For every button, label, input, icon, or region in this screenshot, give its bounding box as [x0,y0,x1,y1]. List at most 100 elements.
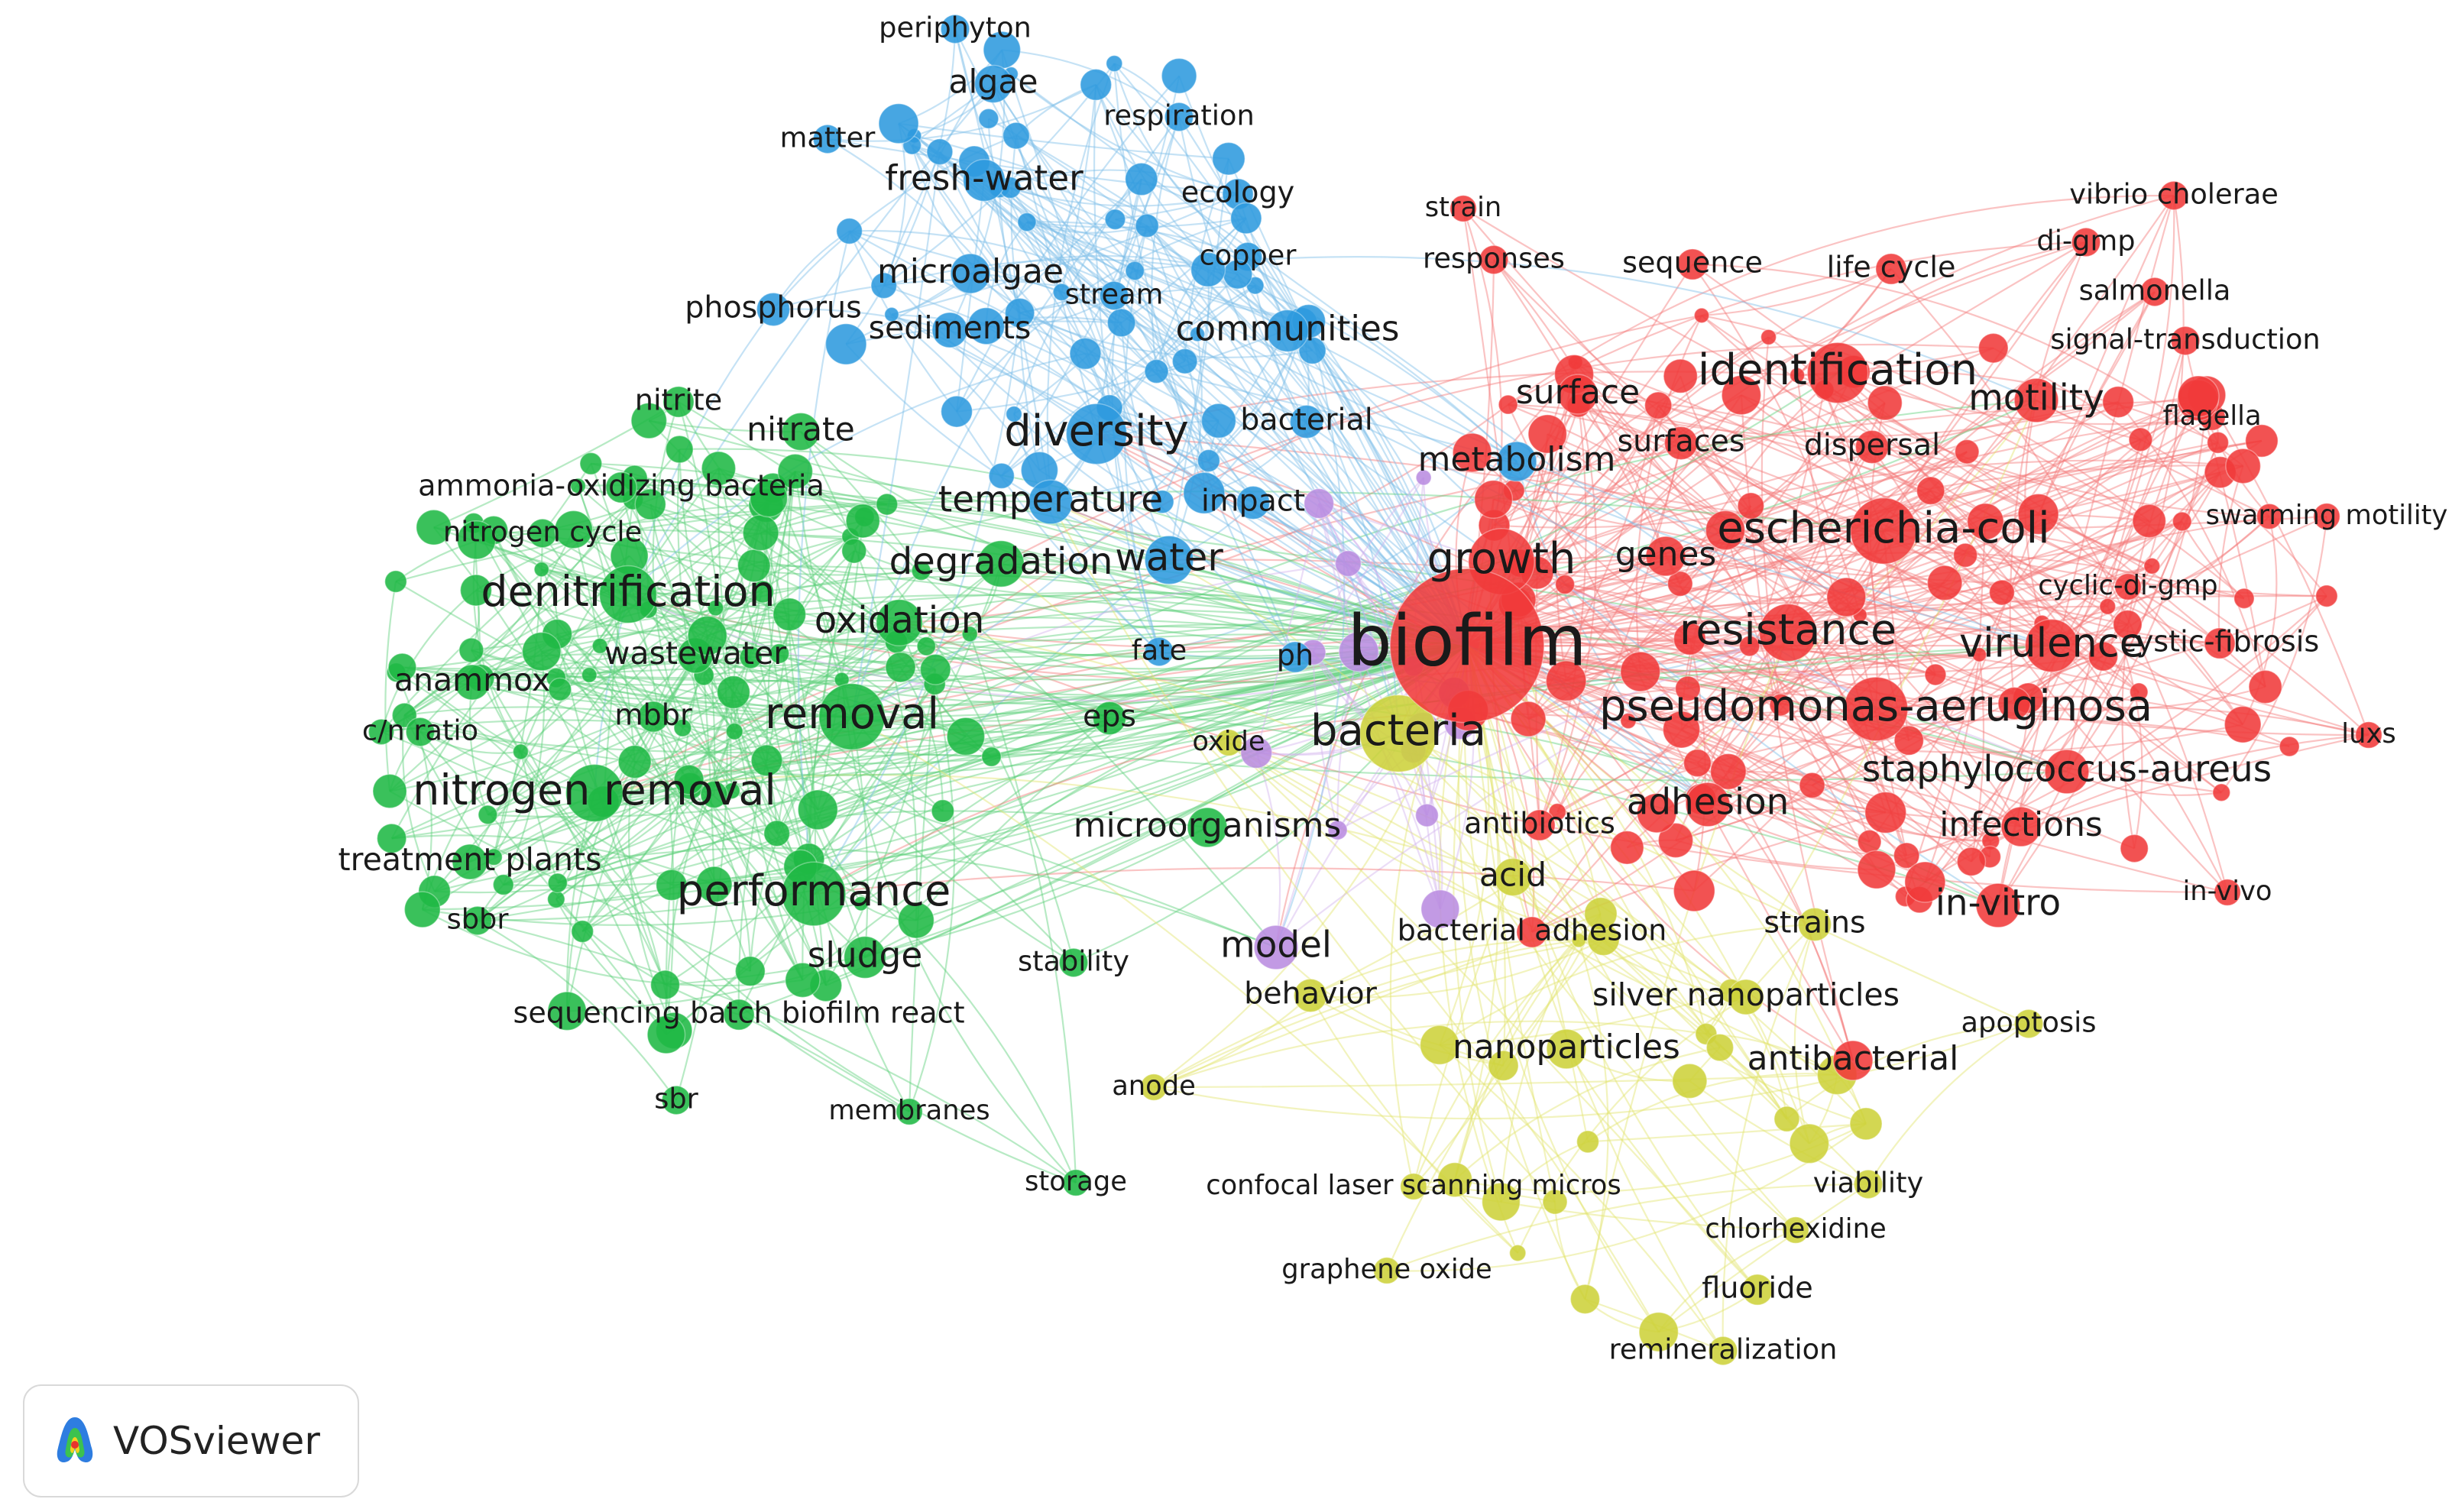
network-edge [850,151,941,717]
network-edge [559,638,897,691]
keyword-node-denitrification [598,565,658,624]
network-edge [1019,312,1041,471]
keyword-node [2233,588,2255,610]
keyword-node [1893,725,1925,756]
network-edge [2065,340,2187,772]
keyword-node-sequence [1676,248,1709,280]
network-edge [1919,439,2142,901]
keyword-label-pseudomonas-aeruginosa: pseudomonas-aeruginosa [1599,682,2152,731]
network-edge [955,180,986,412]
keyword-node [1769,693,1793,717]
network-edge [565,792,596,1012]
keyword-node-periphyton [940,14,970,44]
network-edge [689,471,796,787]
keyword-label-motility: motility [1968,378,2104,419]
network-edge [900,633,1468,669]
keyword-node [1171,348,1198,374]
keyword-node [1005,405,1023,423]
keyword-node-surfaces [1663,426,1699,461]
vosviewer-logo: VOSviewer [23,1384,359,1497]
network-edge [883,123,907,287]
keyword-label-eps: eps [1083,699,1136,734]
network-edge [1812,656,2104,786]
network-edge [1093,84,1161,652]
network-edge [860,717,1110,905]
keyword-node-ph [1279,641,1311,673]
network-edge [1440,989,1731,1046]
keyword-node [1952,542,1978,568]
network-edge [502,651,546,886]
network-edge [1687,622,2042,690]
network-edge [1628,641,2220,722]
keyword-node-oxide [1214,728,1243,757]
network-edge [1741,394,2140,693]
network-edge [1564,583,1999,906]
network-edge [1155,217,1247,372]
network-edge [1859,399,2198,616]
network-edge [620,486,1709,805]
keyword-node [1414,803,1440,827]
network-edge [520,751,1077,1184]
keyword-node [1789,367,1806,384]
network-edge [1386,1122,1867,1272]
network-edge [908,684,955,1112]
keyword-label-copper: copper [1200,239,1297,272]
network-edge [1413,1185,1556,1203]
network-edge [1471,452,1691,640]
network-edge [1010,135,1021,313]
keyword-node [1080,68,1113,102]
keyword-label-nitrate: nitrate [747,412,855,449]
network-edge [477,920,677,1101]
network-edge [434,735,967,894]
keyword-node [2248,669,2283,704]
network-edge [1439,1044,1724,1352]
keyword-node [940,395,973,428]
network-edge [1883,513,2149,533]
network-edge [589,591,763,676]
keyword-node [1548,802,1567,821]
keyword-node-in-vivo [2213,878,2242,907]
keyword-node-genes [1645,536,1686,577]
network-edge [1466,194,2175,646]
network-edge [899,621,1540,827]
network-edge [487,669,936,816]
network-edge [422,570,922,911]
network-edge [1853,371,2245,600]
keyword-node-ammonia-oxidizing-bacteria [605,471,637,503]
keyword-node [1211,141,1245,176]
network-edge [1153,938,1604,1088]
keyword-node-respiration [1164,102,1194,132]
keyword-node [1303,487,1335,520]
network-edge [1990,733,2369,842]
network-edge [939,151,1468,646]
keyword-node-chlorhexidine [1781,1216,1810,1245]
network-edge [1153,939,1579,1088]
network-edge [1120,217,1247,324]
network-edge [1120,322,1164,503]
keyword-node [725,722,743,740]
network-edge [1556,565,2152,813]
network-edge [851,694,1999,906]
keyword-node [1636,792,1677,834]
network-edge [1153,645,1469,1088]
network-edge [1310,938,1604,999]
keyword-node-diversity [1065,403,1128,465]
network-edge [1993,347,2142,441]
network-edge [1275,651,1360,948]
keyword-label-identification: identification [1698,345,1977,395]
keyword-node [1849,1107,1883,1141]
keyword-label-dispersal: dispersal [1804,428,1940,463]
keyword-node [1420,889,1460,929]
network-edge [1518,451,1968,601]
network-edge [555,898,675,1031]
network-edge [1026,221,1148,234]
network-edge [1228,742,1758,1290]
network-edge [1493,336,1770,526]
keyword-label-nitrogen-removal: nitrogen removal [413,766,776,815]
keyword-node [2101,386,2135,419]
keyword-node [2212,783,2231,802]
keyword-node [1705,510,1746,551]
keyword-node [897,902,935,939]
keyword-label-behavior: behavior [1244,976,1377,1012]
keyword-node [1474,479,1514,520]
